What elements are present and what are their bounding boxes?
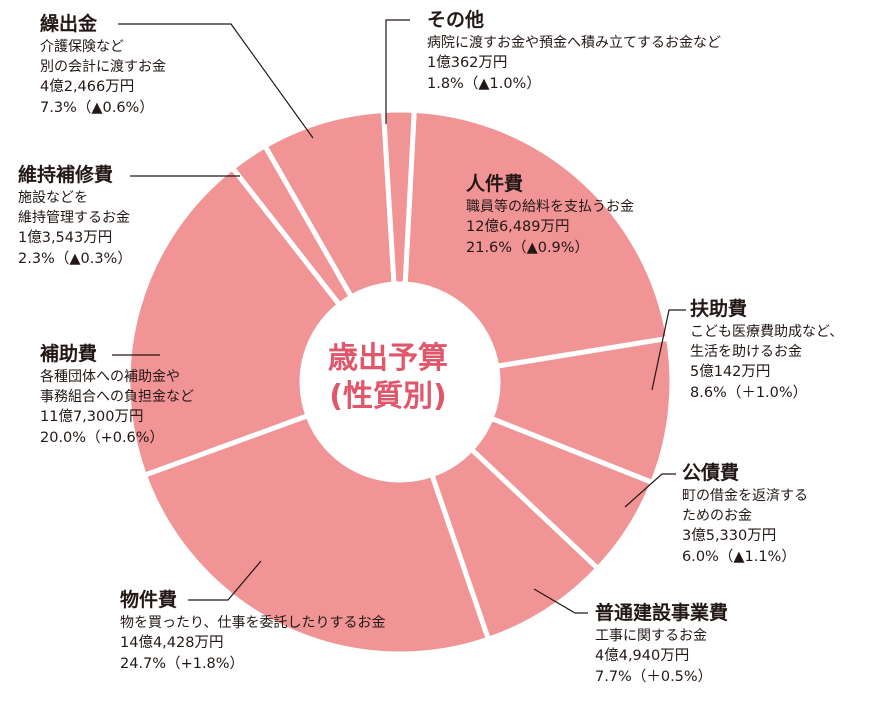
slice-share: 7.7%（＋0.5%） [595,669,713,685]
slice-desc: ためのお金 [682,507,752,524]
label-futsuken: 普通建設事業費 工事に関するお金 4億4,940万円 7.7%（＋0.5%） [595,601,728,688]
slice-name: 普通建設事業費 [595,602,729,624]
slice-name: 繰出金 [40,13,98,35]
slice-share: 2.3%（▲0.3%） [18,251,132,268]
label-bukkenhi: 物件費 物を買ったり、仕事を委託したりするお金 14億4,428万円 24.7%… [120,588,385,675]
label-hojohi: 補助費 各種団体への補助金や 事務組合への負担金など 11億7,300万円 20… [40,342,194,449]
leader-lines [112,19,686,614]
chart-title-block: 歳出予算 (性質別) [300,340,476,415]
slice-desc: 町の借金を返済する [682,487,808,504]
slice-desc: 事務組合への負担金など [40,388,194,405]
slice-amount: 5億142万円 [690,364,771,381]
slice-amount: 3億5,330万円 [682,528,777,545]
label-jinkenhi: 人件費 職員等の給料を支払うお金 12億6,489万円 21.6%（▲0.9%） [466,172,634,259]
slices-group [125,107,675,657]
label-ijihoshu: 維持補修費 施設などを 維持管理するお金 1億3,543万円 2.3%（▲0.3… [18,163,132,270]
slice-share: 1.8%（▲1.0%） [427,76,541,92]
slice-desc: 維持管理するお金 [18,209,130,226]
leader-line-futsuken [533,588,588,614]
leader-line-bukkenhi [188,560,262,601]
slice-desc: 病院に渡すお金や預金へ積み立てするお金など [427,34,721,51]
slice-share: 20.0%（+0.6%） [40,430,165,447]
label-kuridashi: 繰出金 介護保険など 別の会計に渡すお金 4億2,466万円 7.3%（▲0.6… [40,12,166,119]
leader-line-kuridashi [118,23,314,139]
slice-name: 公債費 [682,462,740,484]
slice-share: 7.3%（▲0.6%） [40,100,154,117]
slice-name: 維持補修費 [18,164,114,186]
label-kosaihi: 公債費 町の借金を返済する ためのお金 3億5,330万円 6.0%（▲1.1%… [682,461,808,568]
label-fujohi: 扶助費 こども医療費助成など、 生活を助けるお金 5億142万円 8.6%（＋1… [690,297,843,404]
slice-share: 21.6%（▲0.9%） [466,240,590,256]
chart-subtitle: (性質別) [329,378,447,414]
pie-slice-hojohi [125,164,344,479]
leader-line-fujohi [651,309,686,391]
label-sonota: その他 病院に渡すお金や預金へ積み立てするお金など 1億362万円 1.8%（▲… [427,8,721,95]
slice-name: その他 [427,9,485,31]
chart-title: 歳出予算 [328,341,448,376]
slice-desc: 生活を助けるお金 [690,343,802,360]
slice-desc: 各種団体への補助金や [40,368,180,385]
slice-share: 24.7%（+1.8%） [120,656,245,672]
slice-share: 8.6%（＋1.0%） [690,385,808,402]
slice-amount: 1億362万円 [427,54,508,71]
pie-slice-sonota [380,107,417,287]
slice-name: 物件費 [120,589,178,611]
leader-line-sonota [385,19,410,124]
slice-desc: 物を買ったり、仕事を委託したりするお金 [120,614,386,631]
slice-amount: 11億7,300万円 [40,409,144,426]
slice-name: 人件費 [466,173,524,195]
slice-desc: 施設などを [18,189,88,206]
slice-desc: こども医療費助成など、 [690,323,844,340]
slice-desc: 工事に関するお金 [595,627,707,644]
slice-desc: 職員等の給料を支払うお金 [466,198,634,215]
slice-desc: 別の会計に渡すお金 [40,58,166,75]
pie-slice-bukkenhi [141,412,492,657]
slice-amount: 14億4,428万円 [120,634,224,651]
pie-slice-jinkenhi [402,107,672,370]
slice-amount: 1億3,543万円 [18,230,113,247]
slice-amount: 12億6,489万円 [466,218,570,235]
slice-amount: 4億2,466万円 [40,79,135,96]
slice-name: 扶助費 [690,298,748,320]
slice-desc: 介護保険など [40,38,124,55]
slice-amount: 4億4,940万円 [595,647,690,664]
leader-line-kosaihi [624,473,676,508]
slice-share: 6.0%（▲1.1%） [682,549,796,566]
slice-name: 補助費 [40,343,98,365]
